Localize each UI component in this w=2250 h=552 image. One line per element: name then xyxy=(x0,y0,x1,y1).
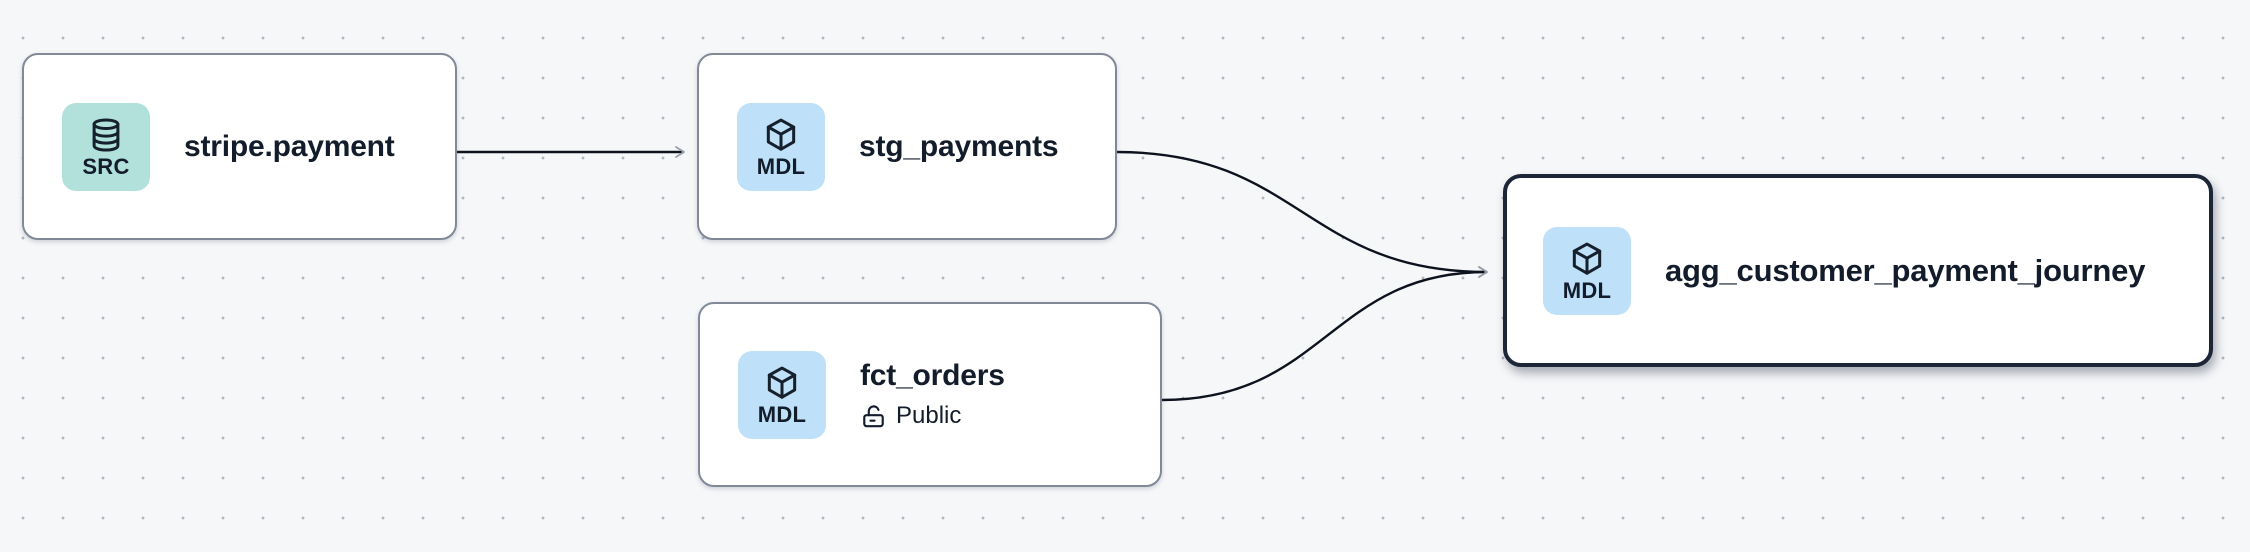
unlock-icon xyxy=(863,404,884,427)
badge-label: MDL xyxy=(756,154,806,180)
badge-label: MDL xyxy=(1562,278,1612,304)
source-type-badge: SRC xyxy=(62,102,150,191)
node-title: stripe.payment xyxy=(184,129,395,163)
node-title: agg_customer_payment_journey xyxy=(1665,252,2146,288)
node-text-block: fct_orders Public xyxy=(860,359,1005,430)
cube-icon xyxy=(766,119,796,152)
node-stripe-payment[interactable]: SRC stripe.payment xyxy=(22,53,457,240)
model-type-badge: MDL xyxy=(1543,226,1631,315)
cube-icon xyxy=(767,367,797,400)
node-agg-customer-payment-journey[interactable]: MDL agg_customer_payment_journey xyxy=(1503,174,2213,367)
node-title: stg_payments xyxy=(859,129,1059,163)
access-label: Public xyxy=(896,402,962,429)
cube-icon xyxy=(1572,243,1602,276)
node-fct-orders[interactable]: MDL fct_orders Public xyxy=(698,302,1162,487)
badge-label: SRC xyxy=(82,154,130,180)
badge-label: MDL xyxy=(757,402,807,428)
access-row: Public xyxy=(860,402,1005,430)
edge-stg-to-agg xyxy=(1116,150,1488,278)
edge-fct-to-agg xyxy=(1161,266,1488,402)
model-type-badge: MDL xyxy=(737,102,825,191)
node-stg-payments[interactable]: MDL stg_payments xyxy=(697,53,1117,240)
database-icon xyxy=(92,118,120,152)
model-type-badge: MDL xyxy=(738,350,826,439)
node-title: fct_orders xyxy=(860,359,1005,392)
